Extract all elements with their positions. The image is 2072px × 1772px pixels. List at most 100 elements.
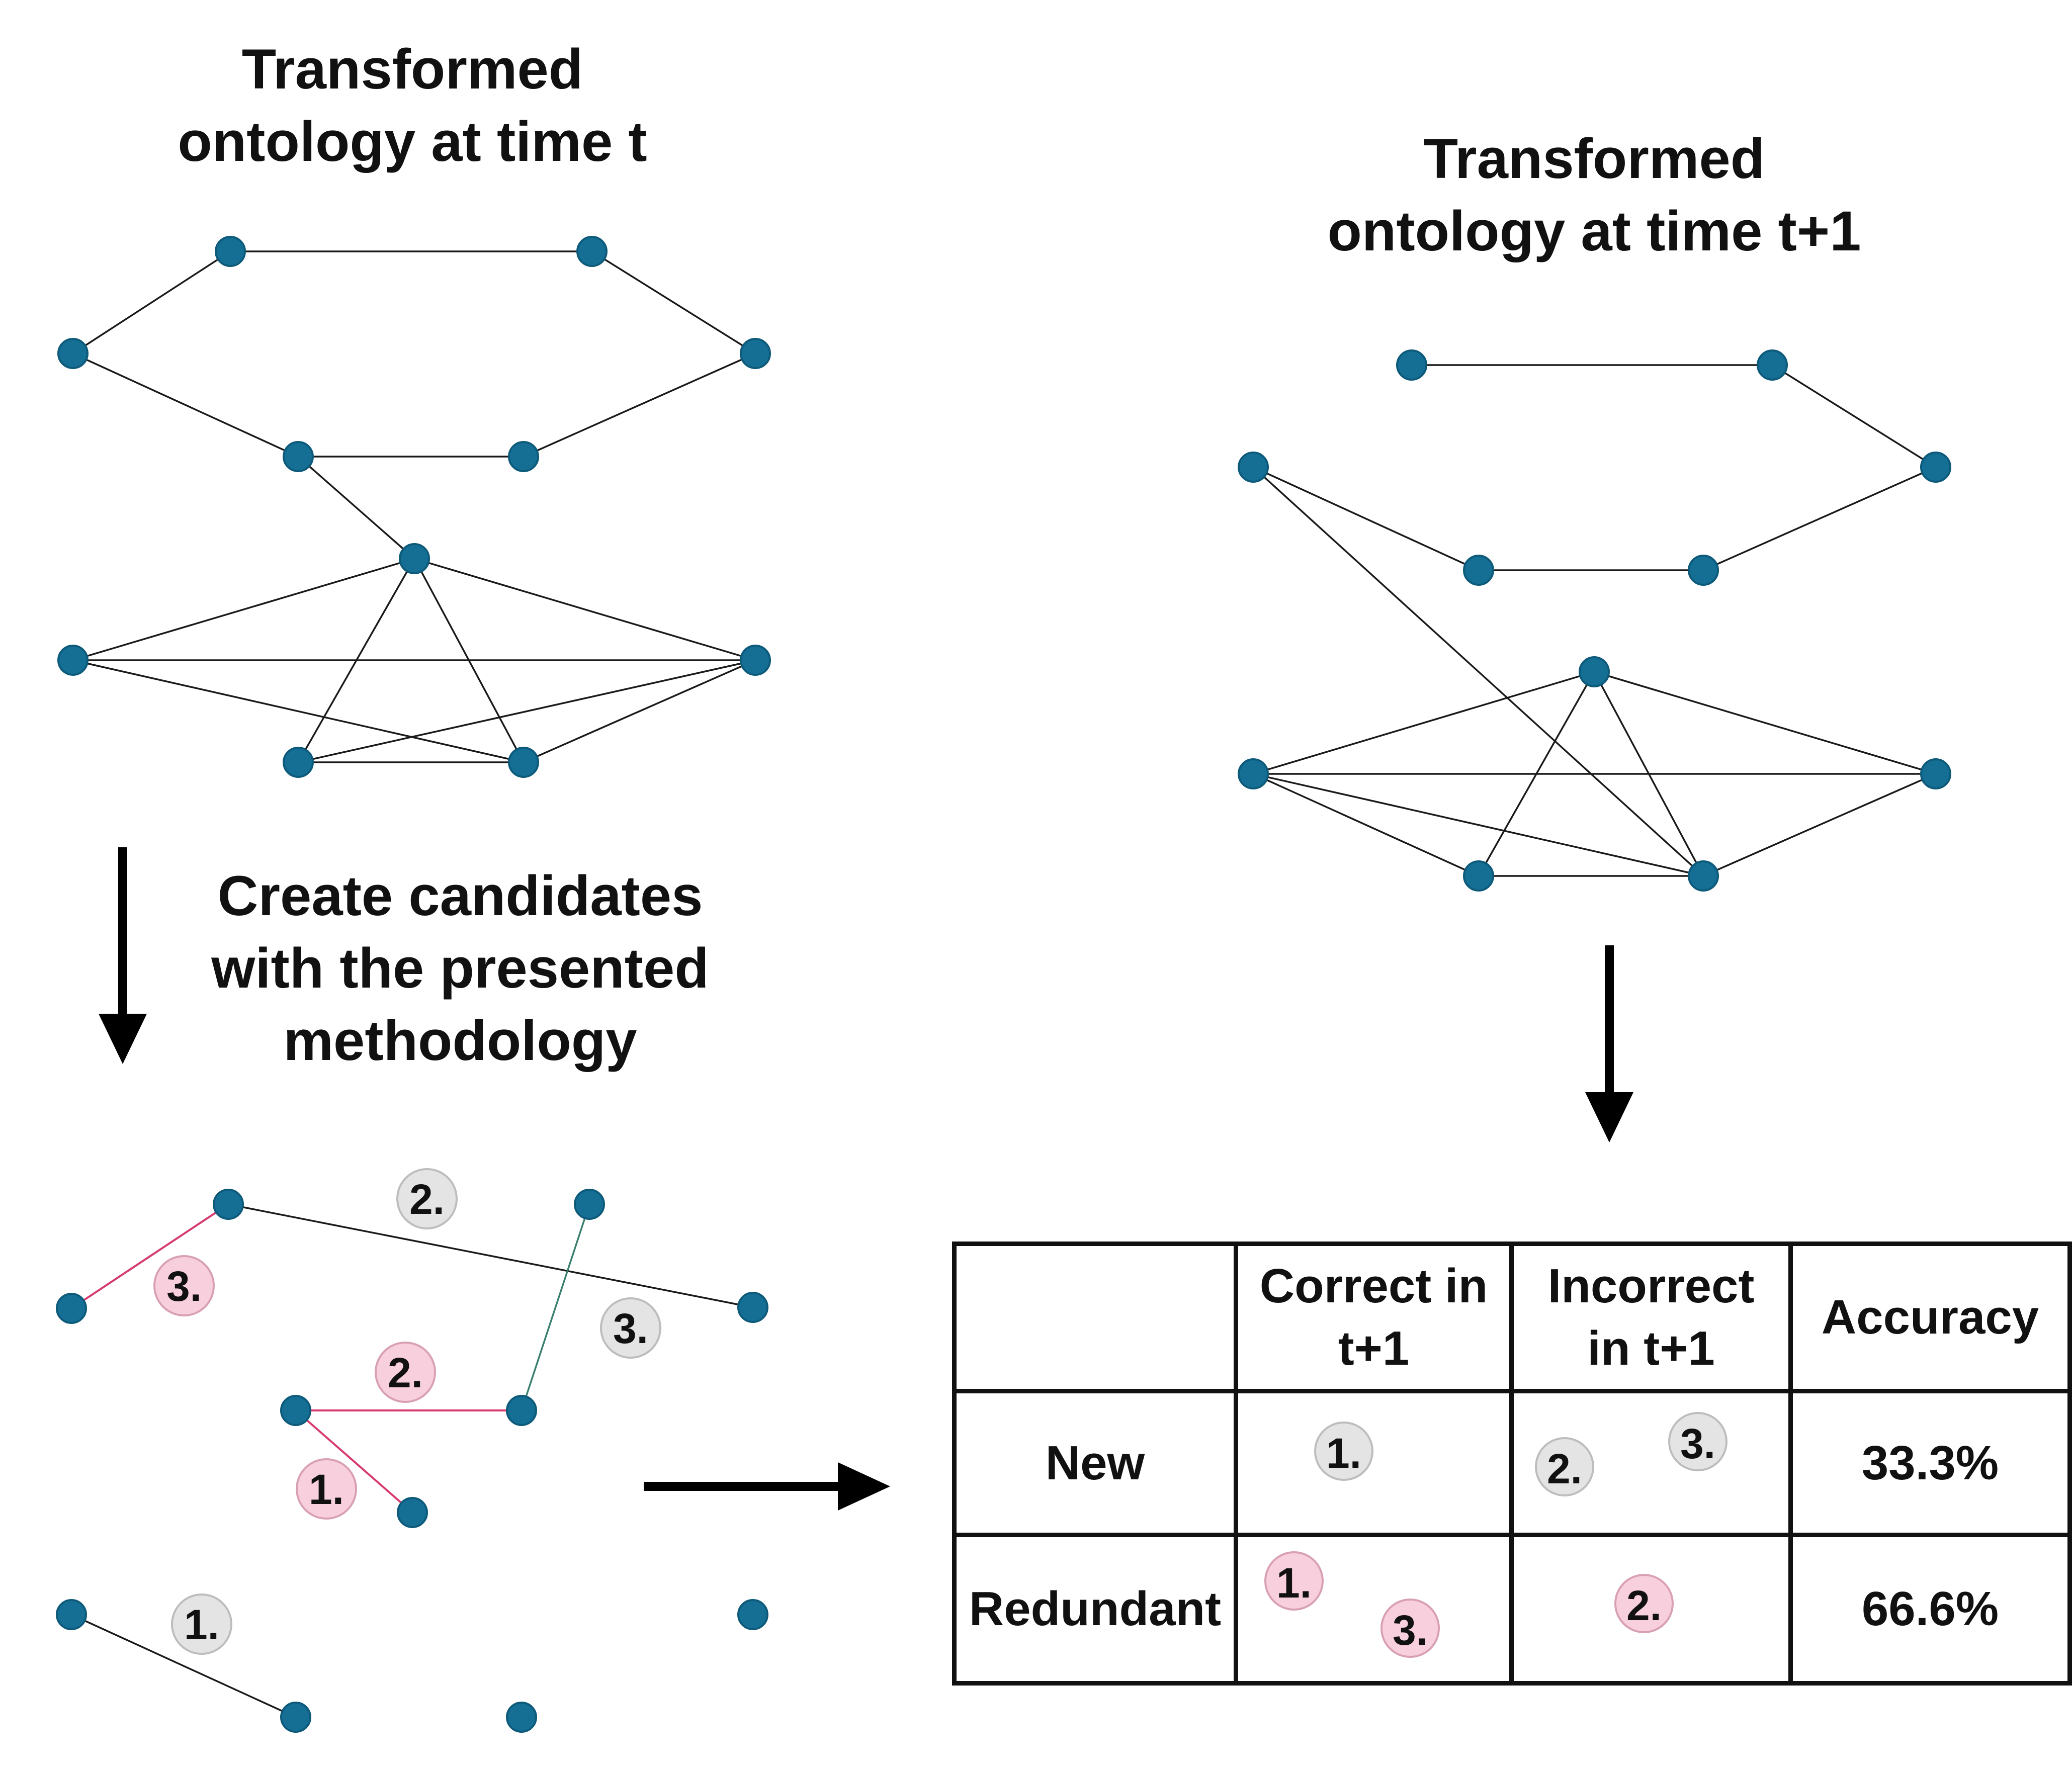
- graph-time-t-nodes: [57, 236, 771, 778]
- node: [283, 747, 314, 778]
- candidate-edge-redundant: [295, 1409, 413, 1514]
- node: [1920, 758, 1951, 789]
- edge: [414, 558, 756, 661]
- badge-label: 3.: [613, 1305, 648, 1352]
- table-header-empty: [952, 1242, 1238, 1393]
- badge-pink-2: 2.: [375, 1342, 436, 1403]
- edge: [72, 352, 299, 458]
- results-table: Correct in t+1 Incorrect in t+1 Accuracy…: [952, 1242, 2072, 1686]
- edge: [591, 250, 756, 355]
- badge-label: 1.: [309, 1466, 344, 1513]
- candidate-nodes: [56, 1189, 768, 1733]
- step-label: Create candidates with the presented met…: [211, 864, 709, 1072]
- node: [1238, 452, 1269, 483]
- edge: [1252, 466, 1704, 877]
- table-header-incorrect: Incorrect in t+1: [1509, 1242, 1793, 1393]
- table-header-row: Correct in t+1 Incorrect in t+1 Accuracy: [952, 1242, 2072, 1393]
- badge-pink-3: 3.: [153, 1255, 215, 1316]
- table-header-accuracy: Accuracy: [1788, 1242, 2072, 1393]
- node: [1396, 349, 1427, 381]
- edge: [1253, 466, 1479, 571]
- graph-time-t-plus-1-edges: [1252, 364, 1936, 877]
- table-row: New 1. 2. 3. 33.3%: [952, 1389, 2072, 1537]
- badge-pink-3: 3.: [1380, 1599, 1440, 1658]
- node: [737, 1599, 768, 1630]
- graph-time-t: [57, 236, 771, 778]
- node: [399, 543, 430, 574]
- edge: [298, 659, 756, 763]
- cell-new-correct: 1.: [1234, 1389, 1514, 1537]
- edge: [297, 456, 415, 560]
- edge: [72, 250, 231, 355]
- badge-pink-2: 2.: [1614, 1574, 1674, 1633]
- node: [1920, 452, 1951, 483]
- badge-label: 3.: [166, 1263, 202, 1310]
- title-time-t: Transformed ontology at time t: [178, 38, 647, 173]
- edge: [1253, 773, 1704, 877]
- edge: [1253, 773, 1479, 877]
- edge: [523, 659, 756, 763]
- edge: [1253, 671, 1595, 775]
- edge: [72, 558, 415, 661]
- node: [740, 338, 771, 369]
- node: [737, 1292, 768, 1323]
- badge-label: 2.: [388, 1349, 423, 1396]
- row-label-redundant: Redundant: [952, 1533, 1238, 1686]
- candidate-edge: [71, 1614, 296, 1718]
- node: [1463, 860, 1494, 892]
- node: [57, 338, 89, 369]
- node: [574, 1189, 605, 1220]
- badge-gray-3: 3.: [600, 1297, 661, 1359]
- graph-time-t-plus-1-nodes: [1238, 349, 1951, 892]
- node: [506, 1395, 537, 1426]
- node: [1238, 758, 1269, 789]
- node: [740, 645, 771, 676]
- node: [1463, 555, 1494, 586]
- edge: [72, 659, 524, 763]
- node: [215, 236, 246, 267]
- table-row: Redundant 1. 3. 2. 66.6%: [952, 1533, 2072, 1686]
- node: [397, 1497, 428, 1528]
- badge-gray-2: 2.: [396, 1168, 458, 1229]
- edge: [1703, 773, 1936, 877]
- badge-label: 1.: [184, 1601, 219, 1648]
- graph-time-t-edges: [72, 250, 756, 763]
- edge: [1594, 671, 1936, 775]
- node: [283, 441, 314, 472]
- node: [506, 1702, 537, 1733]
- node: [280, 1702, 311, 1733]
- edge: [1772, 364, 1936, 468]
- cell-redundant-accuracy: 66.6%: [1788, 1533, 2072, 1686]
- badge-gray-3: 3.: [1668, 1412, 1728, 1471]
- node: [508, 747, 539, 778]
- badge-gray-1: 1.: [1314, 1422, 1373, 1481]
- candidate-edge: [521, 1204, 590, 1411]
- node: [213, 1189, 244, 1220]
- badge-gray-2: 2.: [1535, 1437, 1594, 1496]
- graph-time-t-plus-1: [1238, 349, 1951, 892]
- node: [56, 1599, 87, 1630]
- cell-new-incorrect: 2. 3.: [1509, 1389, 1793, 1537]
- candidate-edge-redundant: [70, 1203, 229, 1309]
- node: [57, 645, 89, 676]
- edge: [1703, 466, 1936, 571]
- cell-new-accuracy: 33.3%: [1788, 1389, 2072, 1537]
- arrow-right: [644, 1462, 890, 1511]
- table-header-correct: Correct in t+1: [1234, 1242, 1514, 1393]
- title-time-t-plus-1: Transformed ontology at time t+1: [1327, 127, 1861, 262]
- candidate-edge: [228, 1203, 753, 1308]
- badge-gray-1: 1.: [171, 1593, 232, 1655]
- candidate-edges: [70, 1203, 753, 1718]
- edge: [523, 352, 756, 458]
- arrow-down-right: [1585, 945, 1633, 1142]
- node: [508, 441, 539, 472]
- cell-redundant-incorrect: 2.: [1509, 1533, 1793, 1686]
- candidate-graph: 2. 3. 3. 2. 1.: [56, 1168, 768, 1733]
- node: [576, 236, 608, 267]
- node: [1688, 555, 1719, 586]
- candidate-badges: 2. 3. 3. 2. 1.: [153, 1168, 661, 1655]
- node: [280, 1395, 311, 1426]
- node: [56, 1293, 87, 1324]
